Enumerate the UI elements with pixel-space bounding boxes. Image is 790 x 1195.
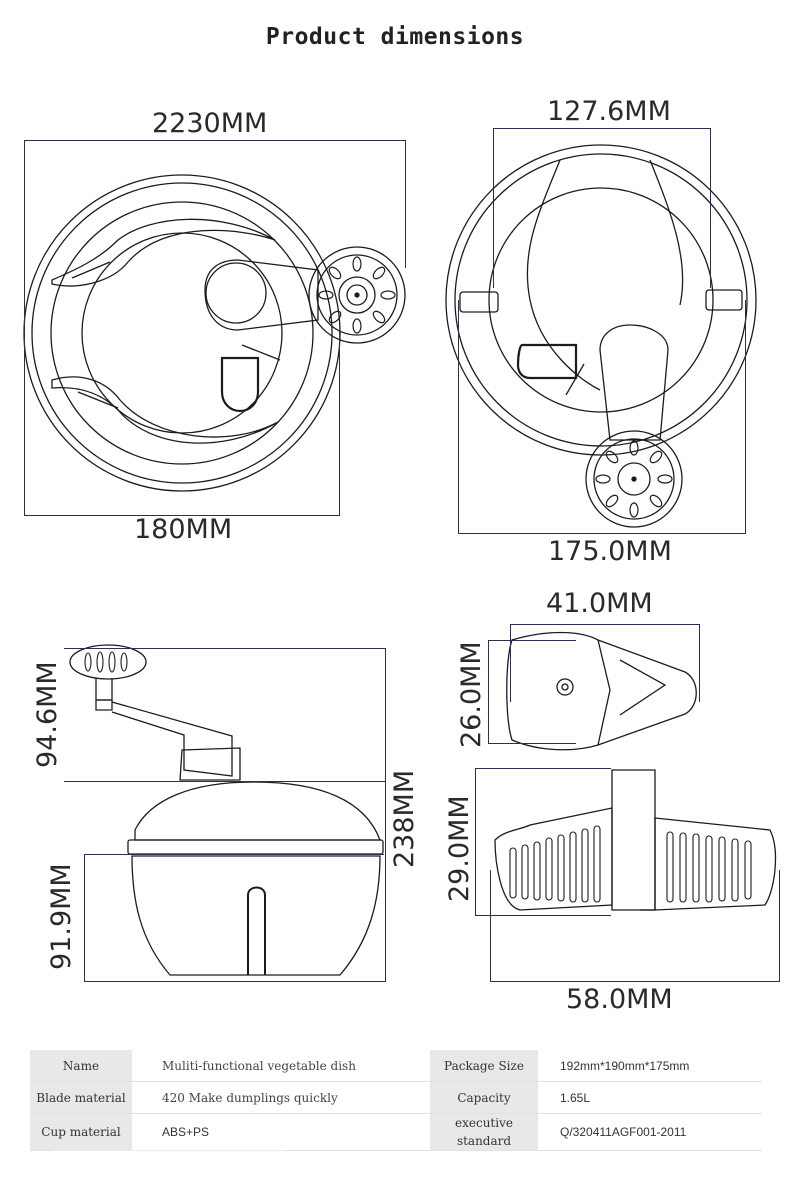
spec-value-blade: 420 Make dumplings quickly <box>132 1081 430 1114</box>
basket-slots <box>509 825 752 903</box>
right-top-bracket <box>493 128 711 288</box>
table-row: Name Muliti-functional vegetable dish Pa… <box>30 1050 762 1082</box>
dimension-side-total: 238MM <box>389 769 420 868</box>
top-view-knob-petals <box>318 256 396 334</box>
dimension-right-top: 127.6MM <box>547 96 671 127</box>
spec-value-package: 192mm*190mm*175mm <box>538 1050 762 1082</box>
side-handle-bracket <box>64 648 386 782</box>
side-bowl-bracket <box>84 854 384 982</box>
basket-height-bracket <box>475 768 611 916</box>
dimension-blade-width: 41.0MM <box>546 588 653 619</box>
table-row: Blade material 420 Make dumplings quickl… <box>30 1081 762 1114</box>
spec-label-name: Name <box>30 1050 132 1082</box>
top-bottom-bracket-right <box>24 330 340 516</box>
blade-height-bracket <box>488 640 576 744</box>
top-view-right-knob-petals <box>595 440 673 518</box>
dimension-top-bottom: 180MM <box>134 514 233 545</box>
spec-label-cup: Cup material <box>30 1113 132 1151</box>
side-view-knob-ribs <box>84 651 128 673</box>
dimension-basket-width: 58.0MM <box>566 984 673 1015</box>
divider <box>52 1150 284 1151</box>
spec-value-name: Muliti-functional vegetable dish <box>132 1050 430 1082</box>
spec-table: Name Muliti-functional vegetable dish Pa… <box>30 1050 762 1151</box>
spec-value-standard: Q/320411AGF001-2011 <box>538 1113 762 1151</box>
dimension-basket-height: 29.0MM <box>444 795 475 902</box>
dimension-side-handle: 94.6MM <box>32 661 63 768</box>
basket-width-bracket <box>490 870 780 982</box>
spec-label-standard: executive standard <box>430 1113 538 1151</box>
dimension-top-width: 2230MM <box>152 108 268 139</box>
basket-drawing <box>494 769 777 911</box>
dimension-right-bottom: 175.0MM <box>548 536 672 567</box>
page-title: Product dimensions <box>265 24 525 50</box>
spec-value-cup: ABS+PS <box>132 1113 430 1151</box>
table-row: Cup material ABS+PS executive standard Q… <box>30 1113 762 1151</box>
dimension-blade-height: 26.0MM <box>456 641 487 748</box>
dimension-side-bowl: 91.9MM <box>46 863 77 970</box>
spec-label-package: Package Size <box>430 1050 538 1082</box>
spec-label-capacity: Capacity <box>430 1081 538 1114</box>
top-view-drawing <box>23 174 406 492</box>
spec-value-capacity: 1.65L <box>538 1081 762 1114</box>
top-view-right-drawing <box>445 144 757 528</box>
right-bottom-bracket <box>458 300 746 534</box>
blade-width-bracket <box>510 624 700 702</box>
spec-label-blade: Blade material <box>30 1081 132 1114</box>
blade-drawing <box>506 631 697 751</box>
